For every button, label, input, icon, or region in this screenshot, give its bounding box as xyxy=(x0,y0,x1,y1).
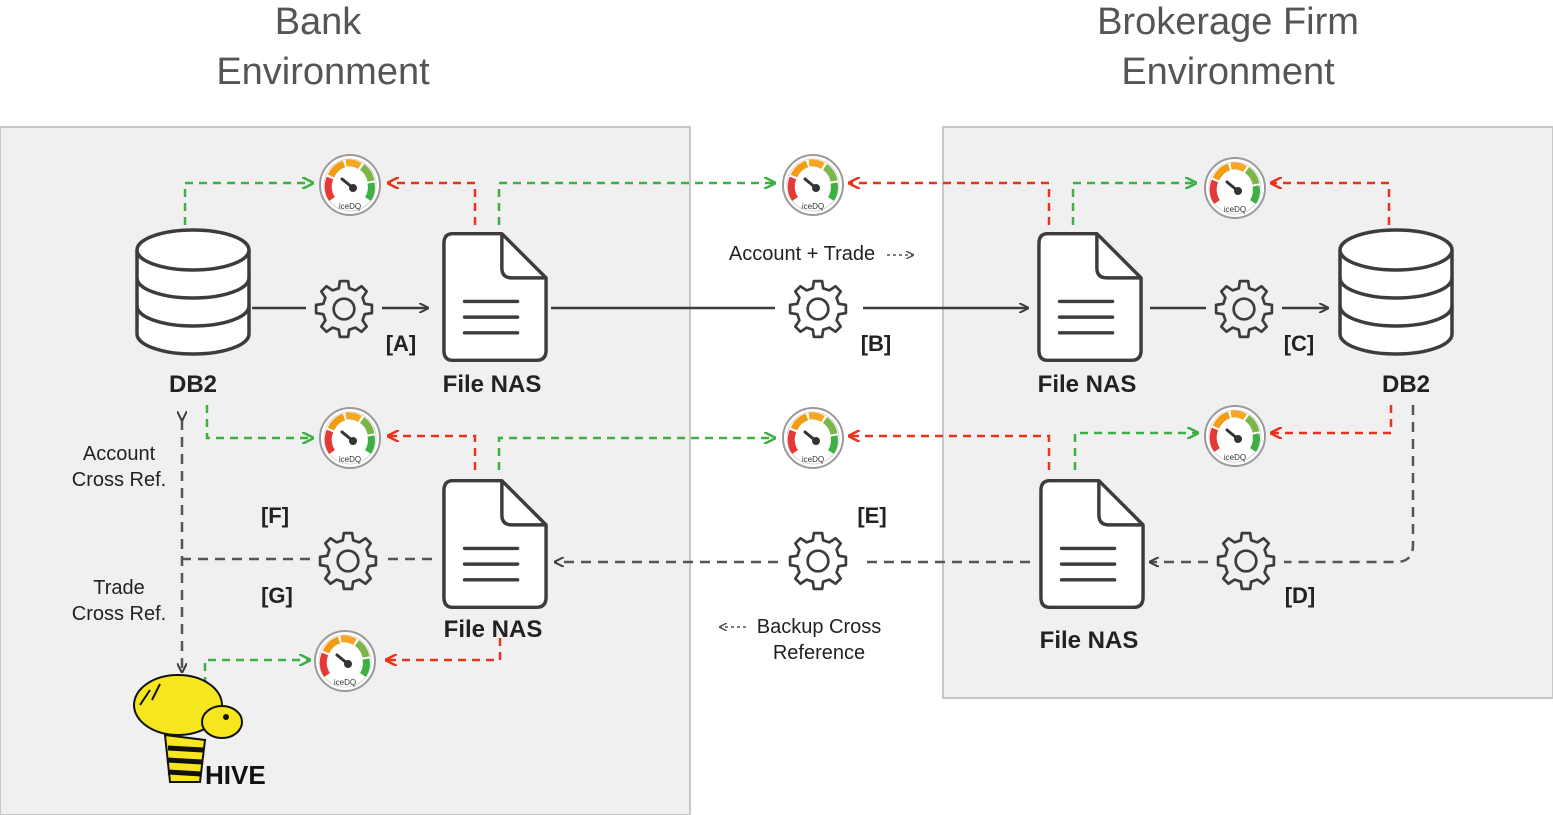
broker-file-top-label: File NAS xyxy=(1038,371,1137,398)
step-g-label: [G] xyxy=(261,583,293,608)
step-d-label: [D] xyxy=(1285,583,1316,608)
account-cross-ref-line1: Account xyxy=(83,443,156,465)
svg-text:iceDQ: iceDQ xyxy=(802,202,824,211)
bank-file-top-label: File NAS xyxy=(443,371,542,398)
broker-db-label: DB2 xyxy=(1382,371,1430,398)
bank-db-label: DB2 xyxy=(169,371,217,398)
backup-flow-lines xyxy=(182,405,1415,672)
svg-text:iceDQ: iceDQ xyxy=(339,202,361,211)
account-cross-ref-line2: Cross Ref. xyxy=(72,469,166,491)
gauge-icon: iceDQ xyxy=(783,408,843,468)
gauge-icon: iceDQ xyxy=(783,155,843,215)
hive-logo-text: HIVE xyxy=(205,760,266,790)
hive-logo: HIVE xyxy=(133,674,266,790)
account-trade-note: Account + Trade xyxy=(729,243,875,265)
broker-title-line2: Environment xyxy=(1121,51,1335,93)
database-icon xyxy=(1338,228,1454,356)
trade-cross-ref-line1: Trade xyxy=(93,577,145,599)
broker-file-bottom-label: File NAS xyxy=(1040,627,1139,654)
green-check-lines xyxy=(183,183,1198,685)
step-c-label: [C] xyxy=(1284,331,1315,356)
step-b-label: [B] xyxy=(861,331,892,356)
gauge-icon: iceDQ xyxy=(315,631,375,691)
svg-text:iceDQ: iceDQ xyxy=(1224,453,1246,462)
broker-title-line1: Brokerage Firm xyxy=(1097,1,1359,43)
svg-text:iceDQ: iceDQ xyxy=(1224,205,1246,214)
step-a-label: [A] xyxy=(386,331,417,356)
red-check-lines xyxy=(386,183,1393,660)
svg-text:iceDQ: iceDQ xyxy=(334,678,356,687)
gear-icon xyxy=(788,531,848,591)
step-e-label: [E] xyxy=(857,503,886,528)
gauge-icon: iceDQ xyxy=(1205,406,1265,466)
gauge-icon: iceDQ xyxy=(320,155,380,215)
bank-title-line1: Bank xyxy=(275,1,363,43)
backup-cross-ref-line2: Reference xyxy=(773,642,865,664)
gear-icon xyxy=(788,279,848,339)
backup-cross-ref-line1: Backup Cross xyxy=(757,616,882,638)
step-f-label: [F] xyxy=(261,503,289,528)
database-icon xyxy=(135,228,251,356)
bank-title-line2: Environment xyxy=(216,51,430,93)
trade-cross-ref-line2: Cross Ref. xyxy=(72,603,166,625)
bank-panel xyxy=(0,126,691,815)
svg-text:iceDQ: iceDQ xyxy=(802,455,824,464)
svg-text:iceDQ: iceDQ xyxy=(339,455,361,464)
gauge-icon: iceDQ xyxy=(320,408,380,468)
bank-file-bottom-label: File NAS xyxy=(444,616,543,643)
gauge-icon: iceDQ xyxy=(1205,158,1265,218)
